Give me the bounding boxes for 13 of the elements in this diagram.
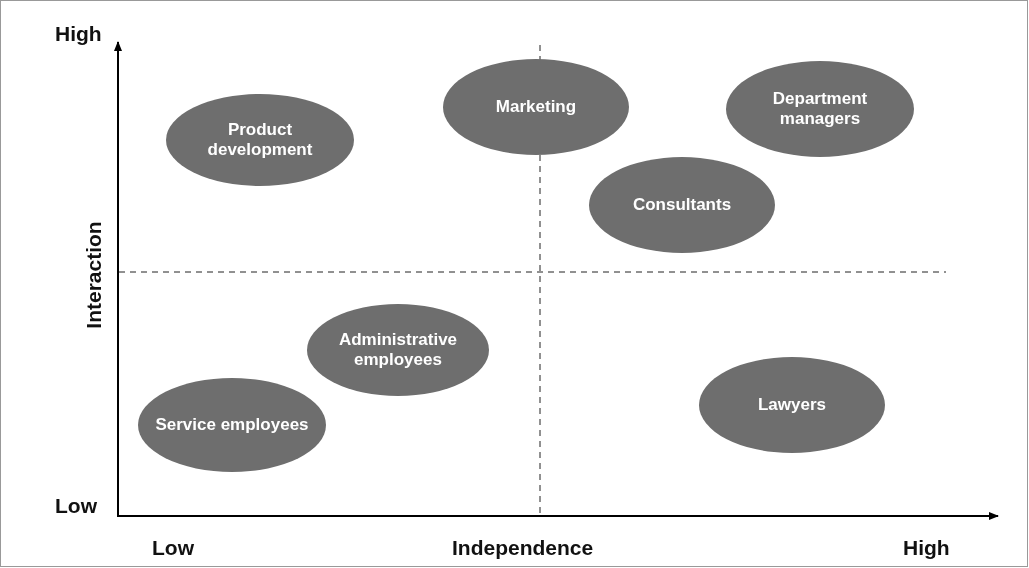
group-label: Marketing bbox=[495, 96, 577, 118]
axis-end-label: High bbox=[903, 536, 950, 560]
group-label: Department managers bbox=[771, 88, 869, 130]
group-label: Administrative employees bbox=[337, 329, 459, 371]
axis-title: Independence bbox=[452, 536, 594, 560]
group-label: Lawyers bbox=[757, 394, 826, 416]
axis-end-label: Low bbox=[55, 494, 97, 518]
group-label: Consultants bbox=[632, 194, 732, 216]
axis-end-label: High bbox=[55, 22, 102, 46]
group-label: Product development bbox=[206, 119, 314, 161]
axis-end-label: Low bbox=[152, 536, 194, 560]
group-label: Service employees bbox=[155, 414, 309, 436]
axis-title: Interaction bbox=[82, 221, 106, 329]
